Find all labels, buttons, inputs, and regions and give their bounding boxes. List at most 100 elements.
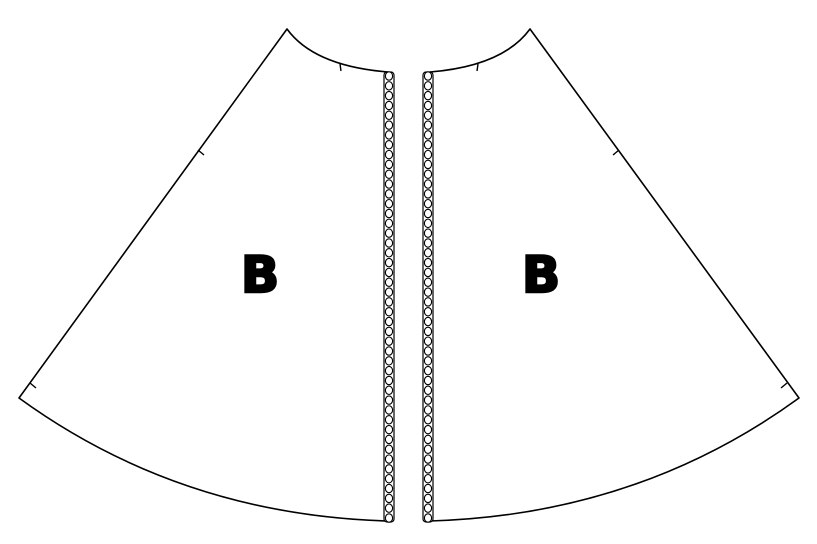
right-zipper-tooth [423,238,433,248]
right-zipper-tooth [423,356,433,366]
left-zipper-tooth [384,483,394,494]
right-zipper-tooth [423,405,433,415]
right-zipper-tooth [423,316,433,327]
right-zipper-tooth [423,208,433,219]
left-zipper-tooth [384,326,394,337]
left-zipper-tooth [384,473,394,484]
left-zipper-tooth [384,405,394,415]
left-zipper-tooth [384,228,394,238]
left-zipper-tooth [384,149,394,160]
left-zipper-tooth [384,356,394,366]
left-zipper-tooth [384,454,394,464]
left-zipper-tooth [384,415,394,425]
left-zipper-tooth [384,424,394,435]
left-zipper-tooth [384,493,394,504]
left-zipper-tooth [384,198,394,209]
right-zipper-tooth [423,306,433,317]
left-zipper-half [383,71,395,523]
right-zipper-tooth [423,415,433,425]
left-zipper-tooth [384,395,394,405]
right-zipper-tooth [423,444,433,454]
left-zipper-tooth [384,110,394,121]
left-zipper-tooth [384,90,394,101]
left-panel-side-notch-upper [197,149,205,156]
right-zipper-tooth [423,169,433,179]
left-zipper-tooth [384,208,394,219]
left-panel-side-notch-lower [29,382,37,389]
right-zipper-tooth [423,493,433,504]
right-zipper-half [422,71,434,523]
right-zipper-tooth [423,140,433,150]
right-zipper-tooth [423,179,433,189]
right-zipper-tooth [423,267,433,278]
right-zipper-tooth [423,336,433,346]
right-zipper-tooth [423,346,433,356]
right-zipper-tooth [423,277,433,288]
left-skirt-panel: B [18,28,389,522]
right-panel-outline [429,28,800,522]
right-zipper-tooth [423,198,433,209]
left-zipper-tooth [384,385,394,396]
right-zipper-tooth [423,130,433,140]
right-zipper-tooth [423,513,433,523]
right-zipper-tooth [423,228,433,238]
left-panel-piece-label: B [241,246,279,304]
right-zipper-tooth [423,287,433,297]
right-zipper-tooth [423,257,433,268]
left-zipper-tooth [384,81,394,91]
left-zipper-tooth [384,316,394,327]
left-zipper-tooth [384,444,394,454]
right-skirt-panel: B [429,28,800,522]
left-zipper-tooth [384,375,394,386]
right-zipper-tooth [423,473,433,484]
left-zipper-tooth [384,297,394,307]
right-zipper-tooth [423,297,433,307]
right-zipper-tooth [423,248,433,258]
left-zipper-tooth [384,179,394,189]
left-zipper-tooth [384,267,394,278]
right-panel-piece-label: B [522,246,560,304]
right-zipper-tooth [423,375,433,386]
left-zipper-tooth [384,140,394,150]
left-zipper-tooth [384,159,394,170]
left-panel-outline [18,28,389,522]
left-zipper-tooth [384,287,394,297]
right-zipper-tooth [423,218,433,229]
left-zipper-tooth [384,306,394,317]
left-zipper-tooth [384,130,394,140]
left-zipper-tooth [384,503,394,513]
right-zipper-tooth [423,149,433,160]
right-panel-side-notch-upper [612,149,620,156]
left-zipper-tooth [384,120,394,130]
left-zipper-tooth [384,189,394,199]
left-zipper-tooth [384,71,394,81]
right-panel-waist-notch [476,63,479,72]
right-zipper-tooth [423,326,433,337]
right-zipper-tooth [423,71,433,81]
right-zipper-tooth [423,503,433,513]
left-zipper-tooth [384,100,394,111]
right-zipper-tooth [423,90,433,101]
right-zipper-tooth [423,100,433,111]
right-zipper-tooth [423,189,433,199]
right-zipper-tooth [423,434,433,445]
left-zipper-tooth [384,346,394,356]
left-zipper-tooth [384,238,394,248]
right-zipper-tooth [423,464,433,474]
right-zipper-tooth [423,385,433,396]
left-zipper-tooth [384,277,394,288]
right-zipper-tooth [423,365,433,376]
right-zipper-tooth [423,81,433,91]
right-panel-side-notch-lower [780,382,788,389]
left-zipper-tooth [384,434,394,445]
left-zipper-tooth [384,257,394,268]
left-zipper-tooth [384,169,394,179]
left-panel-waist-notch [339,63,342,72]
left-zipper-tooth [384,336,394,346]
right-zipper-tooth [423,454,433,464]
left-zipper-tooth [384,513,394,523]
left-zipper-tooth [384,464,394,474]
right-zipper-tooth [423,424,433,435]
left-zipper-tooth [384,218,394,229]
